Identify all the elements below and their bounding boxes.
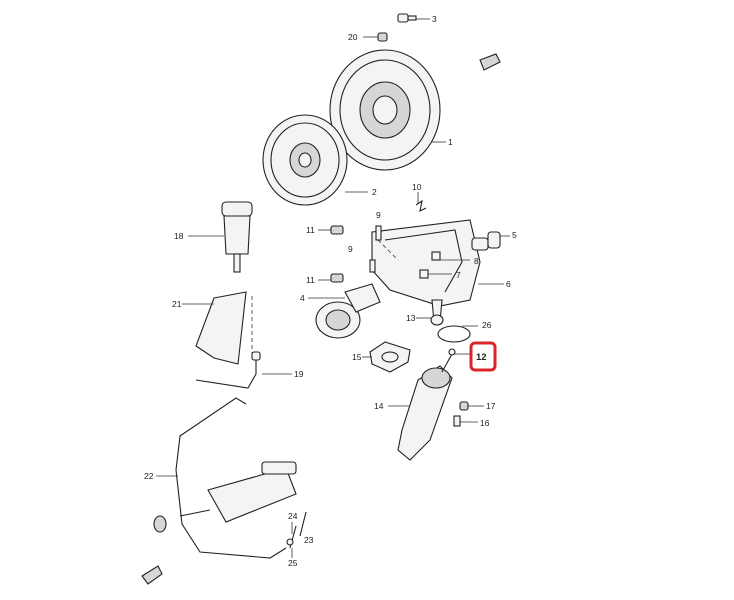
pivot-5 [471, 231, 510, 251]
label-18[interactable]: 18 [174, 231, 184, 241]
bolt-7-8 [419, 251, 470, 279]
slave-cylinder-14 [388, 348, 472, 461]
forward-arrow-icon [141, 565, 163, 585]
label-8[interactable]: 8 [474, 256, 479, 266]
label-20[interactable]: 20 [348, 32, 358, 42]
label-16[interactable]: 16 [480, 418, 490, 428]
label-3[interactable]: 3 [432, 14, 437, 24]
highlight-part-12[interactable]: 12 [469, 341, 497, 372]
label-10[interactable]: 10 [412, 182, 422, 192]
label-11a[interactable]: 11 [306, 225, 315, 235]
label-9b[interactable]: 9 [348, 244, 353, 254]
label-5[interactable]: 5 [512, 230, 517, 240]
label-7[interactable]: 7 [456, 270, 461, 280]
label-26[interactable]: 26 [482, 320, 492, 330]
label-24[interactable]: 24 [288, 511, 298, 521]
label-17[interactable]: 17 [486, 401, 496, 411]
bolt-3 [397, 13, 430, 23]
label-23[interactable]: 23 [304, 535, 314, 545]
gasket-15 [362, 341, 411, 373]
pipe-22 [156, 397, 287, 559]
hose-19 [195, 351, 292, 389]
bracket-21 [182, 291, 253, 365]
label-1[interactable]: 1 [448, 137, 453, 147]
nut-20 [363, 32, 388, 42]
label-6[interactable]: 6 [506, 279, 511, 289]
bleeder-23-24-25 [286, 511, 307, 558]
label-11b[interactable]: 11 [306, 275, 315, 285]
label-15[interactable]: 15 [352, 352, 362, 362]
label-9a[interactable]: 9 [376, 210, 381, 220]
label-22[interactable]: 22 [144, 471, 154, 481]
release-bearing-4 [308, 283, 381, 339]
release-fork-6 [371, 219, 504, 307]
spring-10 [415, 192, 427, 212]
forward-arrow-icon [479, 53, 501, 71]
label-14[interactable]: 14 [374, 401, 384, 411]
label-25[interactable]: 25 [288, 558, 298, 568]
bolt-16-17 [453, 401, 484, 427]
label-12[interactable]: 12 [476, 352, 487, 363]
pressure-plate-1 [329, 49, 446, 171]
label-21[interactable]: 21 [172, 299, 182, 309]
master-cylinder [153, 461, 297, 533]
label-2[interactable]: 2 [372, 187, 377, 197]
clip-11 [318, 225, 344, 283]
clutch-disc-2 [262, 114, 368, 206]
label-19[interactable]: 19 [294, 369, 304, 379]
o-ring-26 [437, 325, 478, 343]
label-13[interactable]: 13 [406, 313, 416, 323]
reservoir-18 [188, 201, 253, 273]
label-4[interactable]: 4 [300, 293, 305, 303]
clip-13 [416, 299, 444, 326]
pin-9 [369, 225, 399, 273]
